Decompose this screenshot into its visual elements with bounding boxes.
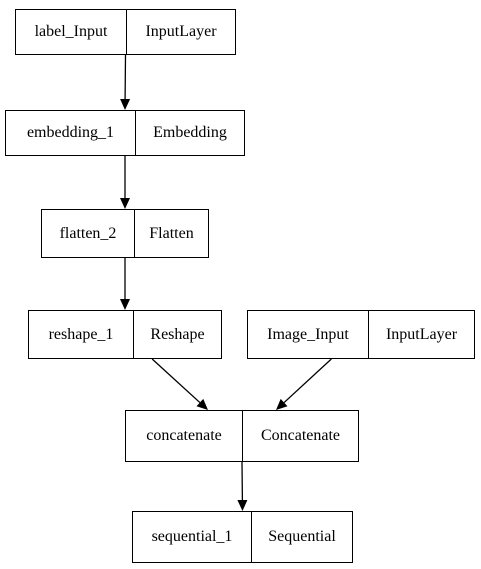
node-type: Sequential (268, 528, 336, 545)
node-name: flatten_2 (42, 210, 135, 257)
node-type: InputLayer (385, 325, 458, 343)
node-name: concatenate (126, 411, 243, 461)
arrowhead (120, 98, 131, 110)
node-embedding: embedding_1 Embedding (5, 110, 245, 156)
arrowhead (120, 198, 130, 209)
node-name: sequential_1 (133, 512, 252, 562)
node-name: reshape_1 (29, 311, 134, 358)
node-label-input: label_Input InputLayer (15, 9, 236, 55)
edge-image_input-to-concatenate (283, 358, 332, 404)
node-name: Image_Input (248, 311, 369, 358)
arrowhead (276, 398, 288, 410)
arrowhead (237, 499, 248, 511)
node-name: label_Input (16, 10, 127, 54)
edge-reshape-to-concatenate (151, 358, 201, 404)
node-type: Concatenate (260, 427, 341, 444)
node-name: embedding_1 (6, 111, 136, 155)
node-flatten: flatten_2 Flatten (41, 209, 209, 258)
node-type: Reshape (150, 325, 205, 343)
arrowhead (120, 299, 130, 310)
node-reshape: reshape_1 Reshape (28, 310, 222, 359)
node-type: Flatten (149, 224, 194, 242)
node-sequential: sequential_1 Sequential (132, 511, 353, 563)
node-concatenate: concatenate Concatenate (125, 410, 359, 462)
node-type: InputLayer (145, 23, 217, 40)
node-image-input: Image_Input InputLayer (247, 310, 475, 359)
arrowhead (196, 398, 208, 410)
node-type: Embedding (153, 124, 227, 141)
